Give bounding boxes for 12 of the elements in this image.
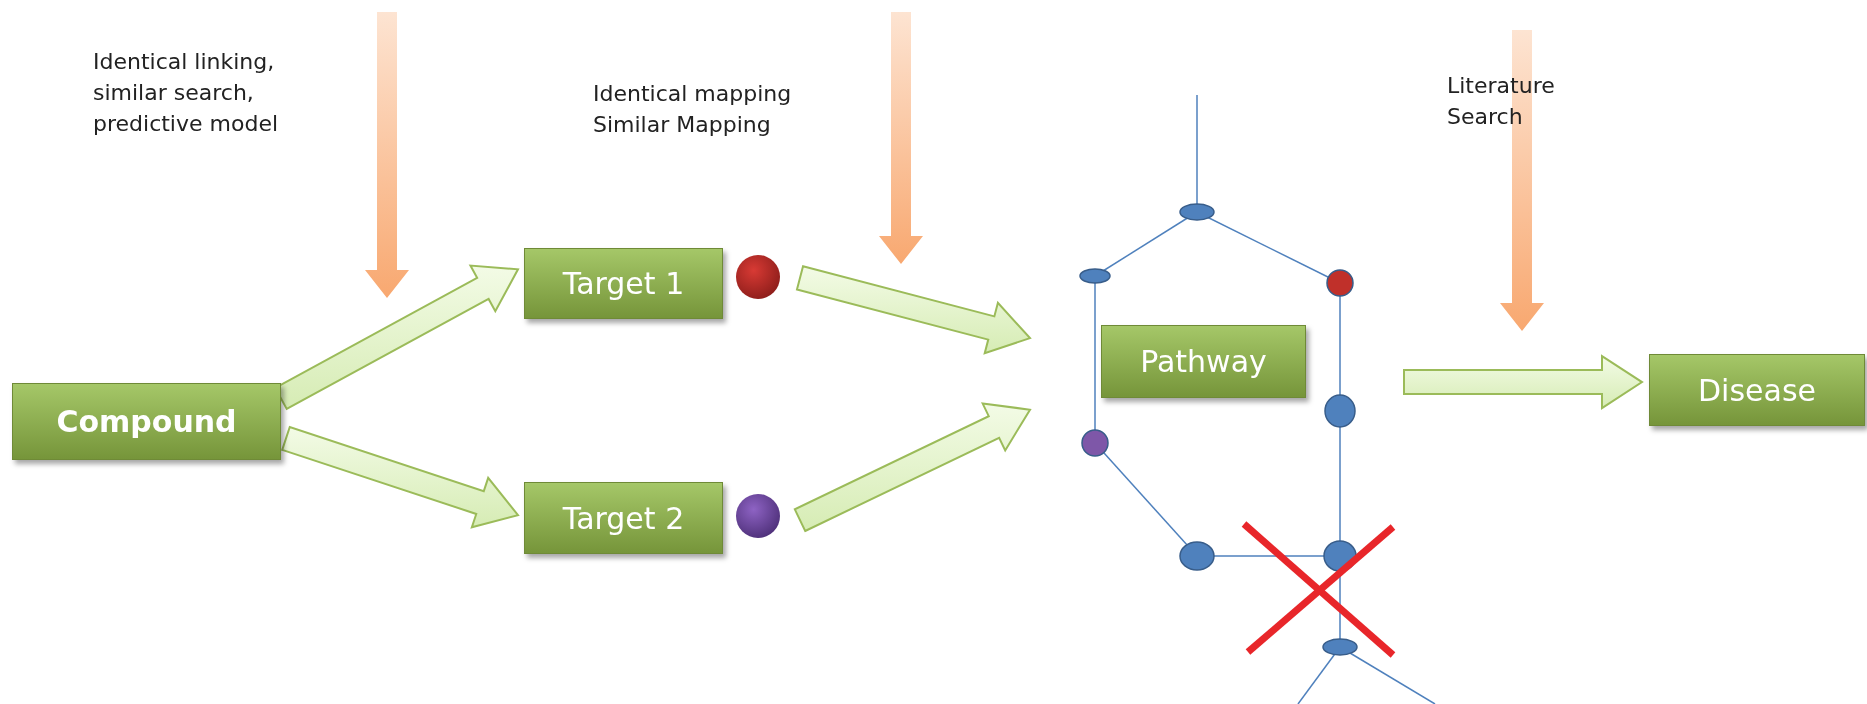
block-arrow [280, 425, 520, 529]
method-note: Literature Search [1447, 72, 1556, 131]
process-box: Target 1 [524, 248, 723, 319]
method-note: Identical linking, similar search, predictive model [93, 48, 280, 138]
process-box: Compound [12, 383, 281, 460]
process-box: Target 2 [524, 482, 723, 554]
process-box: Disease [1649, 354, 1865, 426]
block-arrow [793, 402, 1032, 533]
method-note: Identical mapping Similar Mapping [593, 80, 793, 139]
process-box: Pathway [1101, 325, 1306, 398]
block-arrow [1403, 354, 1644, 410]
block-arrow [795, 265, 1032, 355]
